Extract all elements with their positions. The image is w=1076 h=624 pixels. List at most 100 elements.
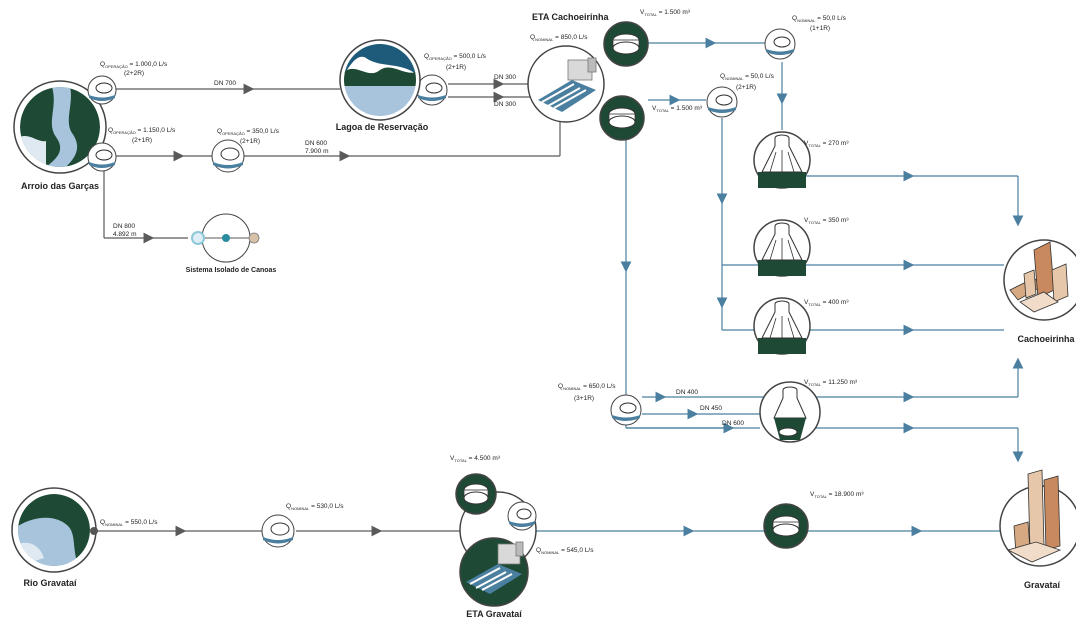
svg-text:QNOMINAL = 650,0 L/s: QNOMINAL = 650,0 L/s (558, 383, 616, 391)
svg-text:VTOTAL = 1.500 m³: VTOTAL = 1.500 m³ (640, 9, 691, 17)
arroio-das-garcas-node (13, 80, 107, 174)
label-v2: VTOTAL = 1.500 m³ (652, 105, 703, 113)
label-symbol: Q (217, 128, 222, 135)
label-config: (1+1R) (810, 25, 830, 32)
pump-station-icon (416, 74, 448, 106)
svg-text:QNOMINAL = 50,0 L/s: QNOMINAL = 50,0 L/s (792, 15, 847, 23)
label-symbol: V (804, 379, 809, 386)
pipe-label-dn300: DN 300 (494, 74, 516, 81)
label-p7: QNOMINAL = 50,0 L/s (2+1R) (720, 73, 775, 91)
svg-text:VTOTAL = 400 m³: VTOTAL = 400 m³ (804, 299, 849, 307)
label-value: = 1.150,0 L/s (136, 127, 176, 134)
label-config: (2+1R) (446, 64, 466, 71)
pump-station-icon (261, 514, 295, 548)
label-symbol: Q (792, 15, 797, 22)
pipe-label-dn600: DN 600 (305, 140, 327, 147)
label-subscript: OPERAÇÃO (429, 56, 452, 61)
city-icon (1009, 241, 1069, 313)
label-subscript: TOTAL (454, 458, 467, 463)
label-value: = 50,0 L/s (743, 73, 774, 80)
svg-text:QOPERAÇÃO = 1.150,0 L/s: QOPERAÇÃO = 1.150,0 L/s (108, 127, 176, 135)
gravatai-city-node (999, 469, 1076, 567)
eta-gravatai-node (455, 473, 537, 607)
label-subscript: TOTAL (808, 143, 821, 148)
label-config: (2+1R) (736, 84, 756, 91)
label-subscript: NOMINAL (563, 386, 582, 391)
svg-text:QOPERAÇÃO = 1.000,0 L/s: QOPERAÇÃO = 1.000,0 L/s (100, 61, 168, 69)
elevated-tank-icon (753, 131, 811, 189)
label-symbol: V (450, 455, 455, 462)
label-subscript: TOTAL (808, 382, 821, 387)
eta-gravatai-label: ETA Gravataí (466, 609, 522, 619)
rio-gravatai-label: Rio Gravataí (23, 578, 77, 588)
label-value: = 650,0 L/s (581, 383, 616, 390)
pipe-length-7900: 7.900 m (305, 148, 329, 155)
reservoir-icon (344, 44, 416, 116)
svg-text:QNOMINAL = 530,0 L/s: QNOMINAL = 530,0 L/s (286, 503, 344, 511)
treatment-plant-icon (459, 537, 529, 607)
svg-text:VTOTAL = 270 m³: VTOTAL = 270 m³ (804, 140, 849, 148)
svg-text:VTOTAL = 1.500 m³: VTOTAL = 1.500 m³ (652, 105, 703, 113)
isolated-system-icon (191, 231, 260, 245)
svg-text:VTOTAL = 350 m³: VTOTAL = 350 m³ (804, 217, 849, 225)
label-v8: VTOTAL = 18.900 m³ (810, 491, 864, 499)
label-v7: VTOTAL = 4.500 m³ (450, 455, 501, 463)
label-value: = 50,0 L/s (815, 15, 846, 22)
pipe-label-dn600: DN 600 (722, 420, 744, 427)
pipe-label-dn300: DN 300 (494, 101, 516, 108)
label-p8: QNOMINAL = 650,0 L/s (3+1R) (558, 383, 616, 402)
pump-station-icon (87, 142, 117, 172)
label-p9: QNOMINAL = 550,0 L/s (100, 519, 158, 527)
pipe-length-4892: 4.892 m (113, 231, 137, 238)
label-symbol: Q (720, 73, 725, 80)
pump-station-icon (610, 394, 642, 426)
svg-text:QNOMINAL = 550,0 L/s: QNOMINAL = 550,0 L/s (100, 519, 158, 527)
label-config: (2+1R) (132, 137, 152, 144)
label-subscript: OPERAÇÃO (222, 131, 245, 136)
reservoir-tank-icon (603, 21, 649, 67)
label-subscript: NOMINAL (797, 18, 816, 23)
label-subscript: TOTAL (644, 12, 657, 17)
treated-water-pipes (536, 37, 1024, 537)
label-symbol: V (810, 491, 815, 498)
reservoir-tank-icon (455, 473, 497, 515)
label-subscript: NOMINAL (291, 506, 310, 511)
svg-text:VTOTAL = 18.900 m³: VTOTAL = 18.900 m³ (810, 491, 864, 499)
label-symbol: Q (536, 547, 541, 554)
city-icon (1006, 469, 1062, 563)
label-subscript: OPERAÇÃO (113, 130, 136, 135)
eta-cachoeirinha-node (527, 21, 649, 141)
label-value: = 400 m³ (821, 299, 849, 306)
label-value: = 270 m³ (821, 140, 849, 147)
pump-station-icon (87, 75, 117, 105)
svg-text:QNOMINAL = 545,0 L/s: QNOMINAL = 545,0 L/s (536, 547, 594, 555)
label-subscript: TOTAL (808, 302, 821, 307)
label-subscript: NOMINAL (105, 522, 124, 527)
label-symbol: Q (100, 519, 105, 526)
label-p11: QNOMINAL = 545,0 L/s (536, 547, 594, 555)
treatment-plant-icon (538, 57, 597, 112)
pipe-label-dn700: DN 700 (214, 80, 236, 87)
svg-text:VTOTAL = 11.250 m³: VTOTAL = 11.250 m³ (804, 379, 858, 387)
svg-text:QNOMINAL = 50,0 L/s: QNOMINAL = 50,0 L/s (720, 73, 775, 81)
pump-station-icon (507, 501, 537, 531)
label-subscript: NOMINAL (541, 550, 560, 555)
elevated-tank-icon (753, 219, 811, 277)
cachoeirinha-label: Cachoeirinha (1017, 334, 1075, 344)
svg-text:VTOTAL = 4.500 m³: VTOTAL = 4.500 m³ (450, 455, 501, 463)
lagoa-node (339, 39, 421, 121)
pump-station-icon (211, 139, 245, 173)
label-v6: VTOTAL = 11.250 m³ (804, 379, 858, 387)
label-value: = 350 m³ (821, 217, 849, 224)
label-v4: VTOTAL = 350 m³ (804, 217, 849, 225)
label-p3: QOPERAÇÃO = 350,0 L/s (2+1R) (217, 128, 280, 145)
arroio-label: Arroio das Garças (21, 181, 99, 191)
label-v5: VTOTAL = 400 m³ (804, 299, 849, 307)
label-symbol: Q (424, 53, 429, 60)
label-p6: QNOMINAL = 50,0 L/s (1+1R) (792, 15, 847, 32)
label-symbol: V (640, 9, 645, 16)
label-subscript: NOMINAL (535, 37, 554, 42)
elevated-tank-icon (759, 381, 821, 443)
